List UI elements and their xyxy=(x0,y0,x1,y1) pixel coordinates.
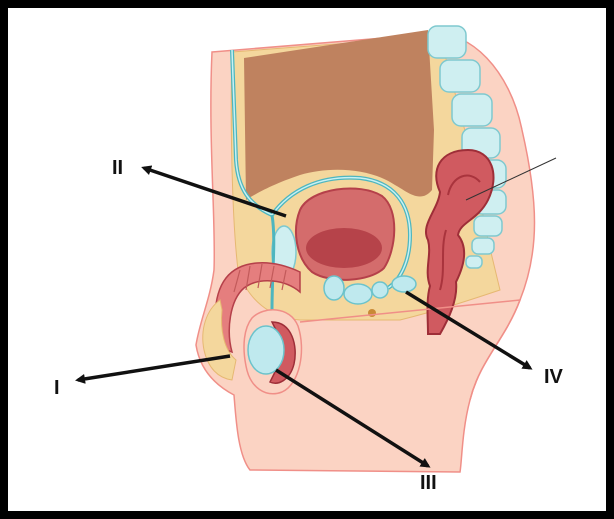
testis xyxy=(248,326,284,374)
label-II: II xyxy=(112,157,123,179)
label-IV: IV xyxy=(544,366,564,388)
label-I: I xyxy=(54,377,60,399)
bladder-lumen xyxy=(306,228,382,268)
label-III: III xyxy=(420,472,437,494)
